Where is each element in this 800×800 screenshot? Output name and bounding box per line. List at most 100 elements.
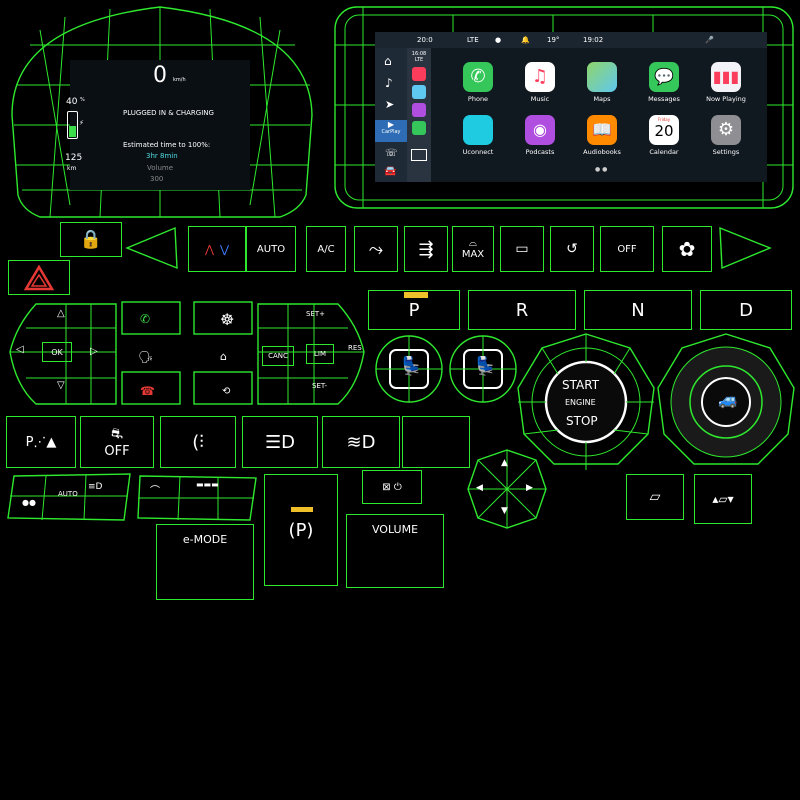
fog-light-icon: (⫶: [192, 431, 204, 453]
arrow-right-icon: ▶: [526, 483, 533, 493]
user-icon[interactable]: ●: [495, 36, 502, 44]
app-label: Maps: [593, 95, 611, 103]
left-arrow-flap[interactable]: [125, 226, 180, 271]
climate-zones-button[interactable]: ✿: [662, 226, 712, 272]
park-sensor-icon: P⋰▲: [25, 434, 57, 450]
app-messages[interactable]: 💬 Messages: [633, 62, 695, 103]
air-defrost-button[interactable]: ⇶: [404, 226, 448, 272]
hvac-off-label: OFF: [617, 243, 637, 255]
adaptive-cruise-icon[interactable]: ⟲: [222, 386, 231, 397]
canc-button[interactable]: CANC: [262, 346, 294, 366]
max-defrost-button[interactable]: ⌓ MAX: [452, 226, 494, 272]
dock-music-icon[interactable]: [412, 67, 426, 81]
gear-label: D: [739, 299, 753, 321]
lane-assist-icon[interactable]: ⌂: [220, 350, 227, 363]
set-minus-button[interactable]: SET-: [312, 382, 328, 390]
ac-button[interactable]: A/C: [306, 226, 346, 272]
carplay-side-item[interactable]: ▶ CarPlay: [375, 120, 407, 142]
right-arrow-flap[interactable]: [718, 226, 773, 271]
phone-call-icon[interactable]: ✆: [140, 312, 151, 326]
engine-start-stop-button[interactable]: [516, 332, 656, 472]
res-button[interactable]: RES: [348, 344, 362, 352]
gear-drive-button[interactable]: D: [700, 290, 792, 330]
blank-switch[interactable]: [402, 416, 470, 468]
maps-app-icon: [587, 62, 617, 92]
dock-maps-icon[interactable]: [412, 85, 426, 99]
driver-seat-heat-button[interactable]: [374, 334, 444, 404]
dock-phone-icon[interactable]: [412, 121, 426, 135]
music-note-icon[interactable]: ♪: [385, 76, 393, 90]
phone-handset-icon[interactable]: ☏: [385, 148, 398, 159]
carplay-status-bar: 20:0 LTE ● 🔔 19° 19:02 🎤: [375, 32, 767, 48]
hvac-auto-button[interactable]: AUTO: [246, 226, 296, 272]
battery-icon: [67, 111, 78, 139]
e-mode-button[interactable]: e-MODE: [156, 524, 254, 600]
fan-speed-button[interactable]: ⋀ ⋁: [188, 226, 246, 272]
carplay-side-nav: ⌂ ♪ ➤ ▶ CarPlay ☏ 🚘: [375, 48, 407, 182]
navigation-icon[interactable]: ➤: [385, 98, 395, 111]
mic-icon[interactable]: 🎤: [705, 36, 714, 44]
volume-knob[interactable]: VOLUME: [346, 514, 444, 588]
grid-menu-icon[interactable]: [411, 149, 427, 161]
window-lock-button[interactable]: ▴▱▾: [694, 474, 752, 524]
app-music[interactable]: ♫ Music: [509, 62, 571, 103]
mirror-adjust-dpad[interactable]: [466, 448, 548, 530]
dock-network: LTE: [414, 57, 424, 63]
stop-start-button[interactable]: ⊠ ⏻: [362, 470, 422, 504]
gear-reverse-button[interactable]: R: [468, 290, 576, 330]
parking-brake-icon: (P): [288, 519, 314, 541]
app-label: Podcasts: [525, 148, 555, 156]
app-uconnect[interactable]: Uconnect: [447, 115, 509, 156]
phone-hangup-icon[interactable]: ☎: [140, 384, 155, 398]
nav-up-icon[interactable]: △: [57, 308, 65, 319]
gear-neutral-button[interactable]: N: [584, 290, 692, 330]
carplay-dock: 16:08 LTE: [407, 48, 431, 182]
wheel-ok-button[interactable]: OK: [42, 342, 72, 362]
passenger-seat-heat-button[interactable]: [448, 334, 518, 404]
headlight-button[interactable]: ☰D: [242, 416, 318, 468]
rear-defrost-button[interactable]: ▭: [500, 226, 544, 272]
gear-park-button[interactable]: P: [368, 290, 460, 330]
app-audiobooks[interactable]: 📖 Audiobooks: [571, 115, 633, 156]
wheel-ok-label: OK: [51, 347, 63, 357]
steering-wheel-icon[interactable]: ☸: [220, 310, 235, 329]
voice-command-icon[interactable]: 🗣: [138, 350, 154, 364]
app-settings[interactable]: ⚙ Settings: [695, 115, 757, 156]
app-maps[interactable]: Maps: [571, 62, 633, 103]
nav-down-icon[interactable]: ▽: [57, 380, 65, 391]
light-stalk-left[interactable]: [6, 472, 132, 522]
app-now-playing[interactable]: ▮▮▮ Now Playing: [695, 62, 757, 103]
rear-fog-button[interactable]: ≋D: [322, 416, 400, 468]
lim-button[interactable]: LIM: [306, 344, 334, 364]
wiper-stalk[interactable]: [136, 472, 258, 522]
home-icon[interactable]: ⌂: [384, 54, 392, 68]
car-top-view-icon: 🚙: [718, 390, 738, 409]
recirculation-button[interactable]: ↺: [550, 226, 594, 272]
volume-label: VOLUME: [371, 523, 419, 536]
hazard-button[interactable]: [8, 260, 70, 295]
window-switch-button[interactable]: ▱: [626, 474, 684, 520]
app-calendar[interactable]: Friday 20 Calendar: [633, 115, 695, 156]
nav-left-icon[interactable]: ◁: [16, 344, 24, 355]
park-assist-button[interactable]: P⋰▲: [6, 416, 76, 468]
set-plus-button[interactable]: SET+: [306, 310, 326, 318]
airflow-defrost-icon: ⇶: [418, 238, 434, 260]
play-icon: ▶: [387, 120, 395, 129]
parking-brake-button[interactable]: (P): [264, 474, 338, 586]
dock-podcasts-icon[interactable]: [412, 103, 426, 117]
wiper-speed-icon: ▬▬▬: [196, 480, 219, 489]
nav-right-icon[interactable]: ▷: [90, 346, 98, 357]
air-face-button[interactable]: ⤳: [354, 226, 398, 272]
drive-mode-knob[interactable]: [656, 332, 796, 472]
steering-left-pad: [9, 301, 181, 405]
hvac-off-button[interactable]: OFF: [600, 226, 654, 272]
app-podcasts[interactable]: ◉ Podcasts: [509, 115, 571, 156]
lock-button[interactable]: 🔒: [60, 222, 122, 257]
fog-light-button[interactable]: (⫶: [160, 416, 236, 468]
bell-icon[interactable]: 🔔: [521, 36, 530, 44]
car-icon[interactable]: 🚘: [384, 166, 397, 177]
app-phone[interactable]: ✆ Phone: [447, 62, 509, 103]
gear-label: R: [515, 299, 529, 321]
esc-off-button[interactable]: ⛐ OFF: [80, 416, 154, 468]
status-clock: 19:02: [583, 36, 604, 44]
